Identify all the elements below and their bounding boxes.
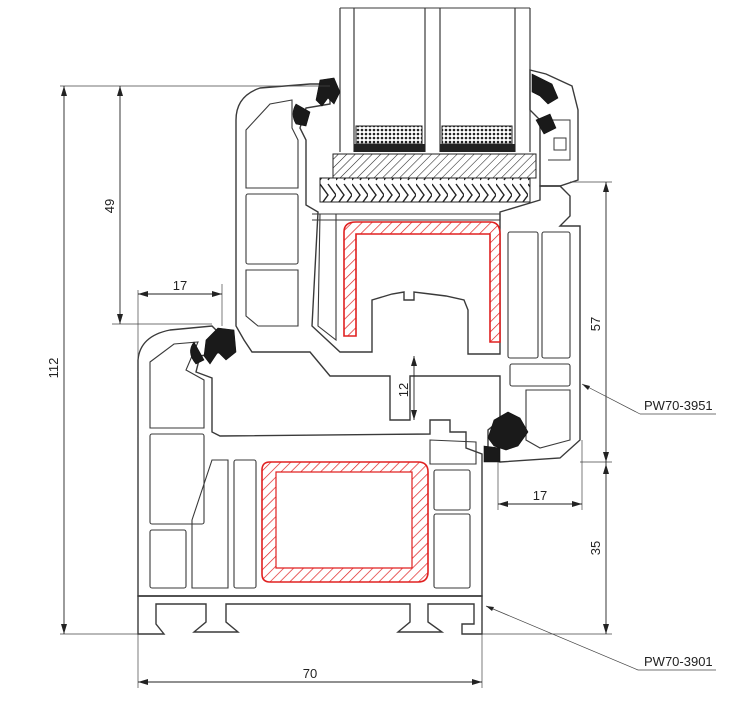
sash-profile: [235, 69, 581, 463]
label-frame-profile: PW70-3901: [644, 654, 713, 669]
dim-sash-rebate: 17: [533, 488, 547, 503]
spacer-left: [355, 125, 423, 145]
glazing-unit: [319, 7, 537, 203]
gaskets: [190, 73, 559, 463]
setting-block-bottom: [319, 177, 531, 203]
setting-block-top: [332, 153, 537, 179]
spacer-right: [441, 125, 513, 145]
gasket-sash-bottom: [487, 411, 529, 451]
frame-profile: [137, 325, 483, 635]
dim-glazing-height: 57: [588, 317, 603, 331]
dim-sash-top: 49: [102, 199, 117, 213]
dim-overall-height: 112: [46, 358, 61, 379]
dim-overlap: 12: [396, 383, 411, 397]
dim-frame-bottom: 35: [588, 541, 603, 555]
gasket-frame: [203, 327, 237, 365]
dim-frame-rebate: 17: [173, 278, 187, 293]
gasket-sash-top: [315, 77, 341, 107]
gasket-glass-right: [531, 73, 559, 105]
dimension-lines: [60, 85, 716, 688]
dim-overall-width: 70: [303, 666, 317, 681]
label-sash-profile: PW70-3951: [644, 398, 713, 413]
